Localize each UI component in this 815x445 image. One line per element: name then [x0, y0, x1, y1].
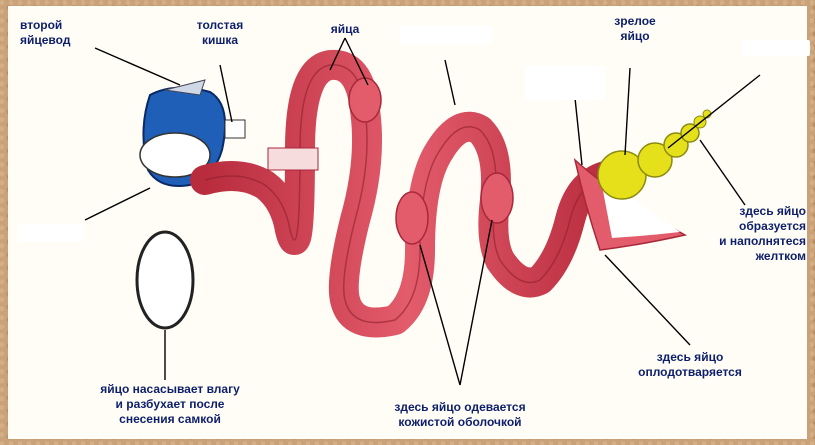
blank-label-box: [742, 40, 810, 56]
label-yolk-formation: здесь яйцо образуется и наполнятеся желт…: [686, 204, 806, 264]
blank-label-box: [18, 224, 84, 242]
laid-egg: [137, 232, 193, 328]
blank-label-box: [525, 66, 605, 100]
blank-label-box: [400, 26, 492, 44]
ovary-yolk-eggs: [598, 110, 711, 199]
label-fertilization: здесь яйцо оплодотваряется: [600, 350, 780, 380]
intestine-stub: [225, 120, 245, 138]
egg-bulge-2: [396, 192, 428, 244]
label-shell-formation: здесь яйцо одевается кожистой оболочкой: [350, 400, 570, 430]
egg-bulge-3: [481, 173, 513, 223]
label-eggs: яйца: [310, 22, 380, 37]
label-mature-egg: зрелое яйцо: [595, 14, 675, 44]
egg-bulge-1: [349, 78, 381, 122]
label-second-oviduct: второй яйцевод: [20, 18, 110, 48]
label-large-intestine: толстая кишка: [180, 18, 260, 48]
label-egg-absorbs: яйцо насасывает влагу и разбухает после …: [50, 382, 290, 427]
pale-segment: [268, 148, 318, 170]
